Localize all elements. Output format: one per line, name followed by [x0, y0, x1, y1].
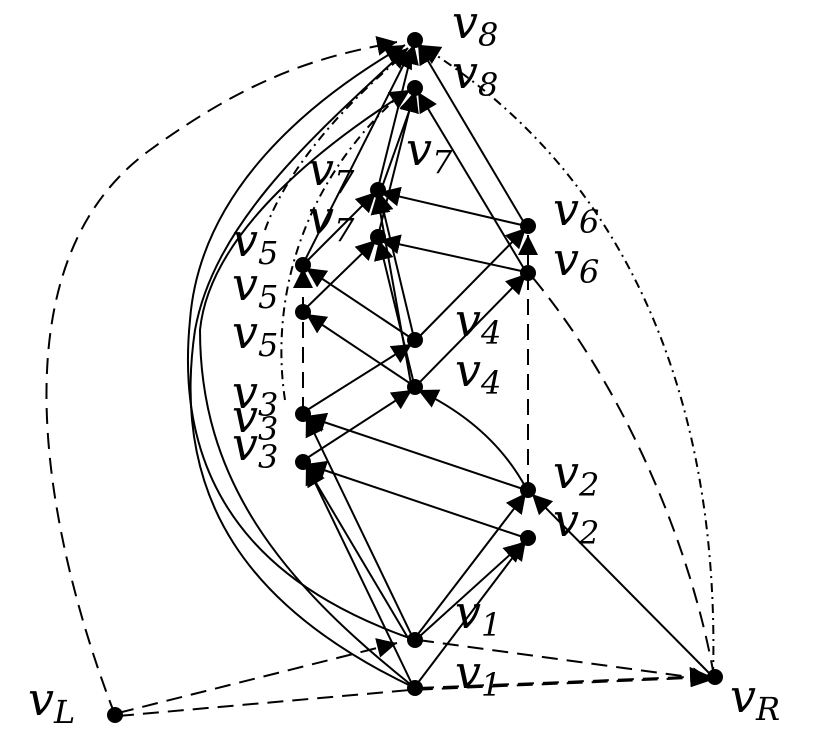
label-v8b: v8	[452, 45, 498, 104]
edge-v3-v8	[280, 87, 409, 401]
edge-v4b-v6b	[415, 273, 527, 387]
node-v8a	[407, 32, 423, 48]
edge-vR-v6	[527, 271, 715, 677]
node-v3b	[295, 454, 311, 470]
edge-v4-v6	[415, 227, 527, 341]
label-v4b: v4	[455, 343, 501, 402]
edge-v2b-v3b	[305, 460, 527, 539]
edge-v5-v8	[303, 47, 413, 263]
node-vL	[107, 707, 123, 723]
node-v1a	[407, 632, 423, 648]
solid-edges	[187, 43, 713, 689]
label-vR: vR	[730, 669, 780, 728]
edge-v5-v7	[303, 191, 377, 265]
edge-v4b-v5b	[305, 313, 415, 387]
edge-vR-v8	[419, 44, 715, 677]
node-v4b	[407, 379, 423, 395]
edge-v6b-v8b	[417, 91, 527, 273]
label-v5a: v5	[232, 213, 278, 272]
edge-v4-v5	[305, 267, 415, 341]
node-v3a	[295, 406, 311, 422]
edge-v1-v3	[305, 415, 413, 637]
edge-vR-v2	[531, 493, 713, 677]
label-vL: vL	[28, 672, 75, 731]
edge-v4b-v7b	[374, 239, 415, 385]
edge-v7-v8b	[380, 91, 419, 191]
edge-v5b-v7b	[303, 239, 377, 311]
label-v6a: v6	[553, 182, 599, 241]
label-v7a: v7	[406, 122, 453, 181]
node-v6b	[520, 265, 536, 281]
edge-vL-v1	[117, 638, 398, 714]
label-v7b: v7	[308, 190, 355, 249]
labels: v8 v8 v7 v7 v7 v6 v6 v5 v5 v5 v4 v4 v3 v…	[28, 0, 780, 731]
edge-v4-v7	[373, 191, 415, 339]
edge-v1-v2b	[419, 541, 525, 637]
label-v5c: v5	[232, 305, 278, 364]
node-vR	[707, 669, 723, 685]
edge-v1-v2	[414, 492, 527, 639]
node-v4a	[407, 332, 423, 348]
edge-v5-v8	[264, 49, 411, 231]
edge-v3-v4	[303, 343, 413, 413]
dashed-edges	[45, 35, 715, 717]
edge-v4b-v7	[370, 193, 412, 385]
edge-v2-v3	[305, 412, 527, 491]
node-v5b	[295, 304, 311, 320]
edge-v2-v4	[417, 389, 527, 489]
label-v1a: v1	[455, 585, 501, 644]
label-v1b: v1	[455, 645, 501, 704]
edge-v3b-v4b	[303, 389, 413, 461]
edge-v1b-v8-curve-b	[189, 47, 416, 689]
edge-v1b-v2b	[416, 539, 527, 685]
label-v5b: v5	[232, 257, 278, 316]
edge-v6-v8	[417, 43, 527, 227]
node-v1b	[407, 680, 423, 696]
node-v2a	[520, 482, 536, 498]
node-v2b	[520, 530, 536, 546]
edge-v1b-v3b	[305, 463, 413, 685]
edge-v6-v7	[379, 186, 527, 227]
edge-v6b-v7b	[379, 234, 527, 273]
node-v8b	[407, 80, 423, 96]
edge-vL-v8	[45, 35, 398, 716]
nodes	[107, 32, 723, 723]
label-v7b-upper: v7	[308, 142, 355, 201]
edge-v1-v8-curve-a	[187, 44, 416, 641]
node-v5a	[295, 257, 311, 273]
node-v7a	[370, 182, 386, 198]
node-v7b	[370, 229, 386, 245]
label-v3b: v3	[232, 389, 278, 448]
edge-v1b-v8-curve-c	[198, 89, 411, 685]
label-v2a: v2	[553, 445, 599, 504]
label-v4a: v4	[455, 293, 501, 352]
label-v3c: v3	[232, 417, 278, 476]
node-v6a	[520, 218, 536, 234]
dotted-edges	[264, 44, 715, 677]
label-v2b: v2	[553, 493, 599, 552]
label-v8a: v8	[452, 0, 498, 54]
label-v3a: v3	[232, 365, 278, 424]
edge-v1-v3b	[305, 465, 409, 639]
label-v6b: v6	[553, 232, 599, 291]
